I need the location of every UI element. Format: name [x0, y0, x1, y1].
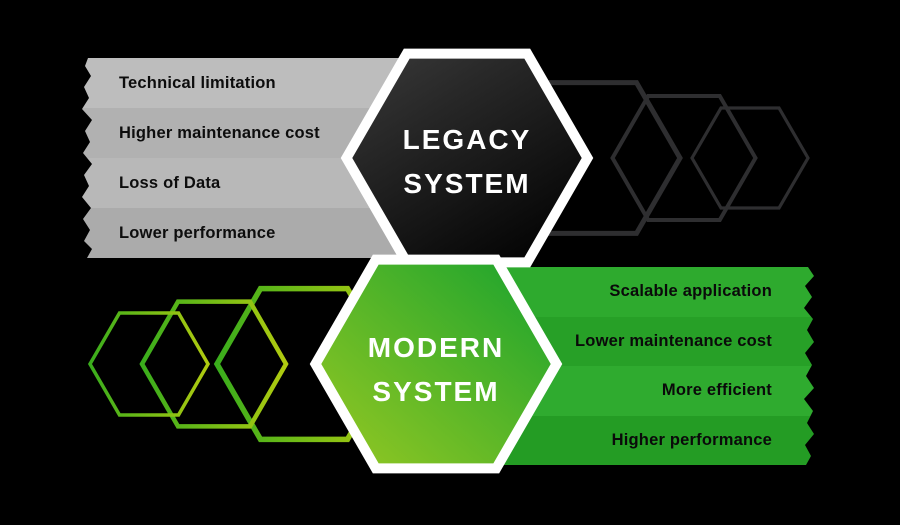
- modern-outline-hexagon-3: [87, 311, 211, 417]
- modern-item-1: Scalable application: [609, 282, 772, 301]
- legacy-item-3: Loss of Data: [119, 173, 221, 192]
- legacy-title-line1: LEGACY: [402, 124, 532, 155]
- modern-title-line2: SYSTEM: [372, 376, 500, 407]
- legacy-title-line2: SYSTEM: [403, 168, 531, 199]
- modern-item-3: More efficient: [661, 381, 772, 400]
- legacy-item-2: Higher maintenance cost: [119, 123, 320, 142]
- legacy-item-1: Technical limitation: [119, 73, 276, 92]
- modern-title-line1: MODERN: [367, 332, 505, 363]
- modern-title: MODERN SYSTEM: [311, 326, 561, 414]
- modern-outline-hexagon-2: [139, 299, 289, 429]
- modern-hexagon: [309, 254, 563, 474]
- legacy-title: LEGACY SYSTEM: [342, 118, 592, 206]
- legacy-outline-hexagon-2: [610, 94, 758, 222]
- legacy-outline-hexagon-3: [690, 106, 810, 210]
- legacy-item-4: Lower performance: [119, 223, 276, 242]
- modern-item-4: Higher performance: [611, 430, 772, 449]
- modern-item-2: Lower maintenance cost: [575, 331, 772, 350]
